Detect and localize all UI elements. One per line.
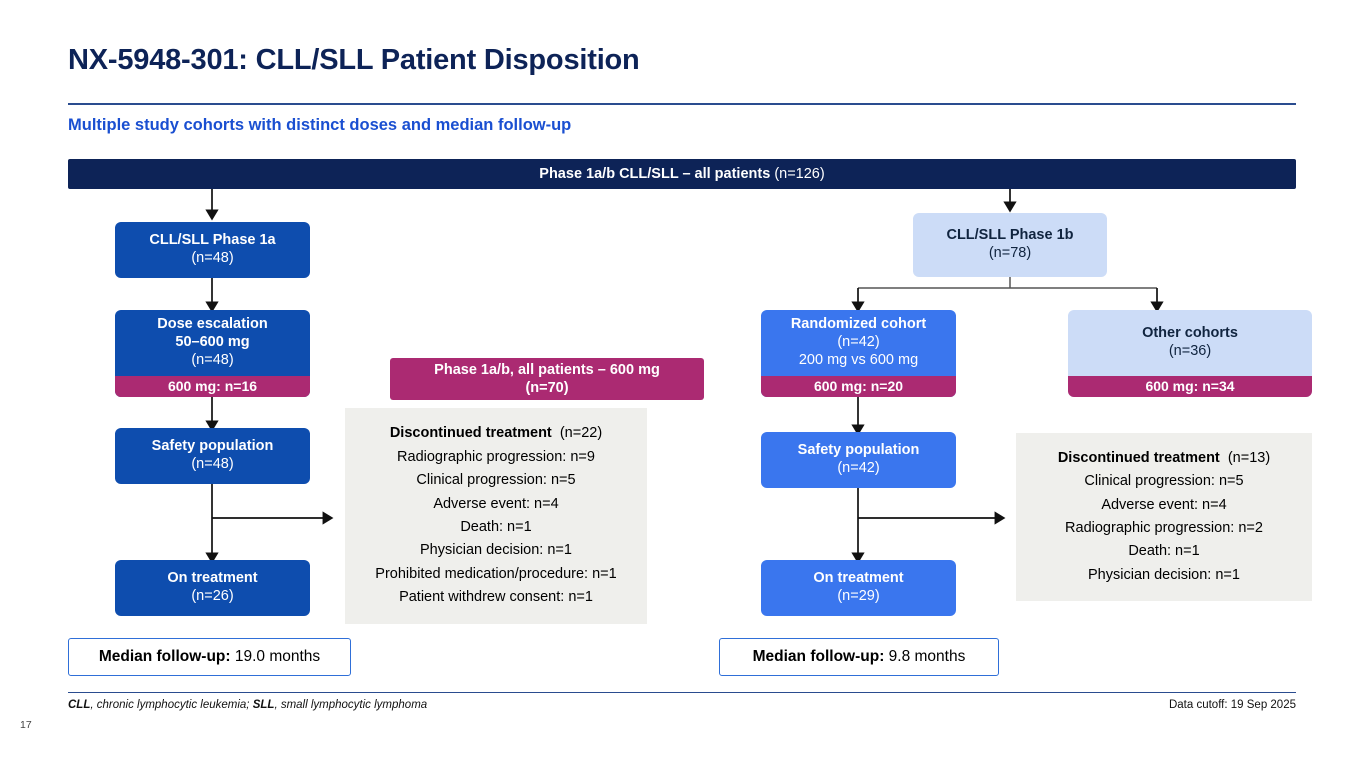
randomized-count: (n=42) (837, 334, 880, 351)
discontinued-left-reason: Adverse event: n=4 (433, 495, 559, 512)
box-on-treatment-left[interactable]: On treatment (n=26) (115, 560, 310, 616)
discontinued-right-header: Discontinued treatment (n=13) (1058, 447, 1270, 470)
median-followup-right-value: 9.8 months (888, 648, 966, 665)
page-subtitle: Multiple study cohorts with distinct dos… (68, 116, 572, 134)
footnote-abbrev-cll-def: , chronic lymphocytic leukemia; (90, 699, 253, 711)
on-treatment-left-title: On treatment (167, 570, 258, 587)
dose-escalation-600mg-strip: 600 mg: n=16 (115, 376, 310, 397)
box-dose-escalation[interactable]: Dose escalation 50–600 mg (n=48) 600 mg:… (115, 310, 310, 397)
median-followup-right[interactable]: Median follow-up: 9.8 months (719, 638, 999, 676)
banner-count: (n=126) (774, 166, 825, 182)
discontinued-right-reason: Physician decision: n=1 (1088, 566, 1240, 583)
panel-discontinued-left: Discontinued treatment (n=22) Radiograph… (345, 408, 647, 624)
discontinued-right-reason: Adverse event: n=4 (1101, 496, 1227, 513)
box-other-cohorts[interactable]: Other cohorts (n=36) 600 mg: n=34 (1068, 310, 1312, 397)
other-cohorts-title: Other cohorts (1142, 325, 1238, 342)
dose-escalation-title: Dose escalation (157, 316, 268, 333)
footnote-abbrev-sll: SLL (252, 699, 275, 711)
box-cll-sll-phase-1a[interactable]: CLL/SLL Phase 1a (n=48) (115, 222, 310, 278)
phase-1a-title: CLL/SLL Phase 1a (149, 232, 276, 249)
discontinued-left-header: Discontinued treatment (n=22) (390, 422, 602, 445)
footnote-abbreviations: CLL, chronic lymphocytic leukemia; SLL, … (68, 699, 427, 711)
other-cohorts-count: (n=36) (1168, 343, 1212, 359)
banner-all-patients: Phase 1a/b CLL/SLL – all patients (n=126… (68, 159, 1296, 189)
page-number: 17 (20, 719, 32, 731)
randomized-dose: 200 mg vs 600 mg (798, 351, 919, 368)
box-on-treatment-right[interactable]: On treatment (n=29) (761, 560, 956, 616)
discontinued-left-reason: Patient withdrew consent: n=1 (399, 589, 593, 606)
phase-1a-count: (n=48) (191, 250, 234, 266)
safety-right-title: Safety population (797, 442, 920, 459)
footnote-abbrev-sll-def: , small lymphocytic lymphoma (274, 699, 428, 711)
page-title: NX-5948-301: CLL/SLL Patient Disposition (68, 44, 640, 76)
discontinued-left-reason: Clinical progression: n=5 (416, 472, 576, 489)
discontinued-left-reason: Prohibited medication/procedure: n=1 (375, 565, 617, 582)
median-followup-left[interactable]: Median follow-up: 19.0 months (68, 638, 351, 676)
discontinued-right-reason: Radiographic progression: n=2 (1065, 520, 1263, 536)
title-divider (68, 103, 1296, 105)
discontinued-right-reason: Clinical progression: n=5 (1084, 473, 1244, 490)
phase-1b-count: (n=78) (988, 245, 1032, 261)
median-followup-right-label: Median follow-up: (752, 648, 885, 665)
discontinued-right-header-count: (n=13) (1227, 449, 1271, 466)
safety-left-title: Safety population (151, 438, 274, 455)
randomized-600mg-strip: 600 mg: n=20 (761, 376, 956, 397)
discontinued-left-header-count: (n=22) (559, 425, 603, 442)
discontinued-left-reason: Radiographic progression: n=9 (397, 448, 595, 465)
box-cll-sll-phase-1b[interactable]: CLL/SLL Phase 1b (n=78) (913, 213, 1107, 277)
box-safety-population-right[interactable]: Safety population (n=42) (761, 432, 956, 488)
dose-escalation-dose: 50–600 mg (175, 334, 250, 351)
randomized-title: Randomized cohort (790, 316, 927, 333)
on-treatment-right-count: (n=29) (837, 588, 880, 604)
panel-discontinued-right: Discontinued treatment (n=13) Clinical p… (1016, 433, 1312, 601)
box-safety-population-left[interactable]: Safety population (n=48) (115, 428, 310, 484)
discontinued-left-reason: Physician decision: n=1 (420, 542, 572, 559)
box-all-patients-600mg[interactable]: Phase 1a/b, all patients – 600 mg (n=70) (390, 358, 704, 400)
safety-left-count: (n=48) (191, 456, 234, 472)
data-cutoff: Data cutoff: 19 Sep 2025 (1168, 699, 1296, 711)
phase-1b-title: CLL/SLL Phase 1b (946, 227, 1074, 244)
footnote-abbrev-cll: CLL (68, 699, 91, 711)
discontinued-left-header-label: Discontinued treatment (389, 425, 552, 442)
discontinued-right-header-label: Discontinued treatment (1057, 449, 1220, 466)
median-followup-left-value: 19.0 months (234, 648, 321, 665)
dose-escalation-count: (n=48) (191, 351, 234, 368)
other-cohorts-600mg-strip: 600 mg: n=34 (1068, 376, 1312, 397)
on-treatment-left-count: (n=26) (191, 588, 234, 604)
box-randomized-cohort[interactable]: Randomized cohort (n=42) 200 mg vs 600 m… (761, 310, 956, 397)
discontinued-left-reason: Death: n=1 (460, 519, 532, 535)
on-treatment-right-title: On treatment (813, 570, 904, 587)
banner-label: Phase 1a/b CLL/SLL – all patients (539, 166, 771, 182)
all-patients-600mg-title: Phase 1a/b, all patients – 600 mg (434, 361, 660, 378)
median-followup-left-label: Median follow-up: (98, 648, 231, 665)
safety-right-count: (n=42) (837, 460, 880, 476)
discontinued-right-reason: Death: n=1 (1128, 543, 1200, 560)
all-patients-600mg-count: (n=70) (525, 380, 569, 396)
footer-divider (68, 692, 1296, 694)
